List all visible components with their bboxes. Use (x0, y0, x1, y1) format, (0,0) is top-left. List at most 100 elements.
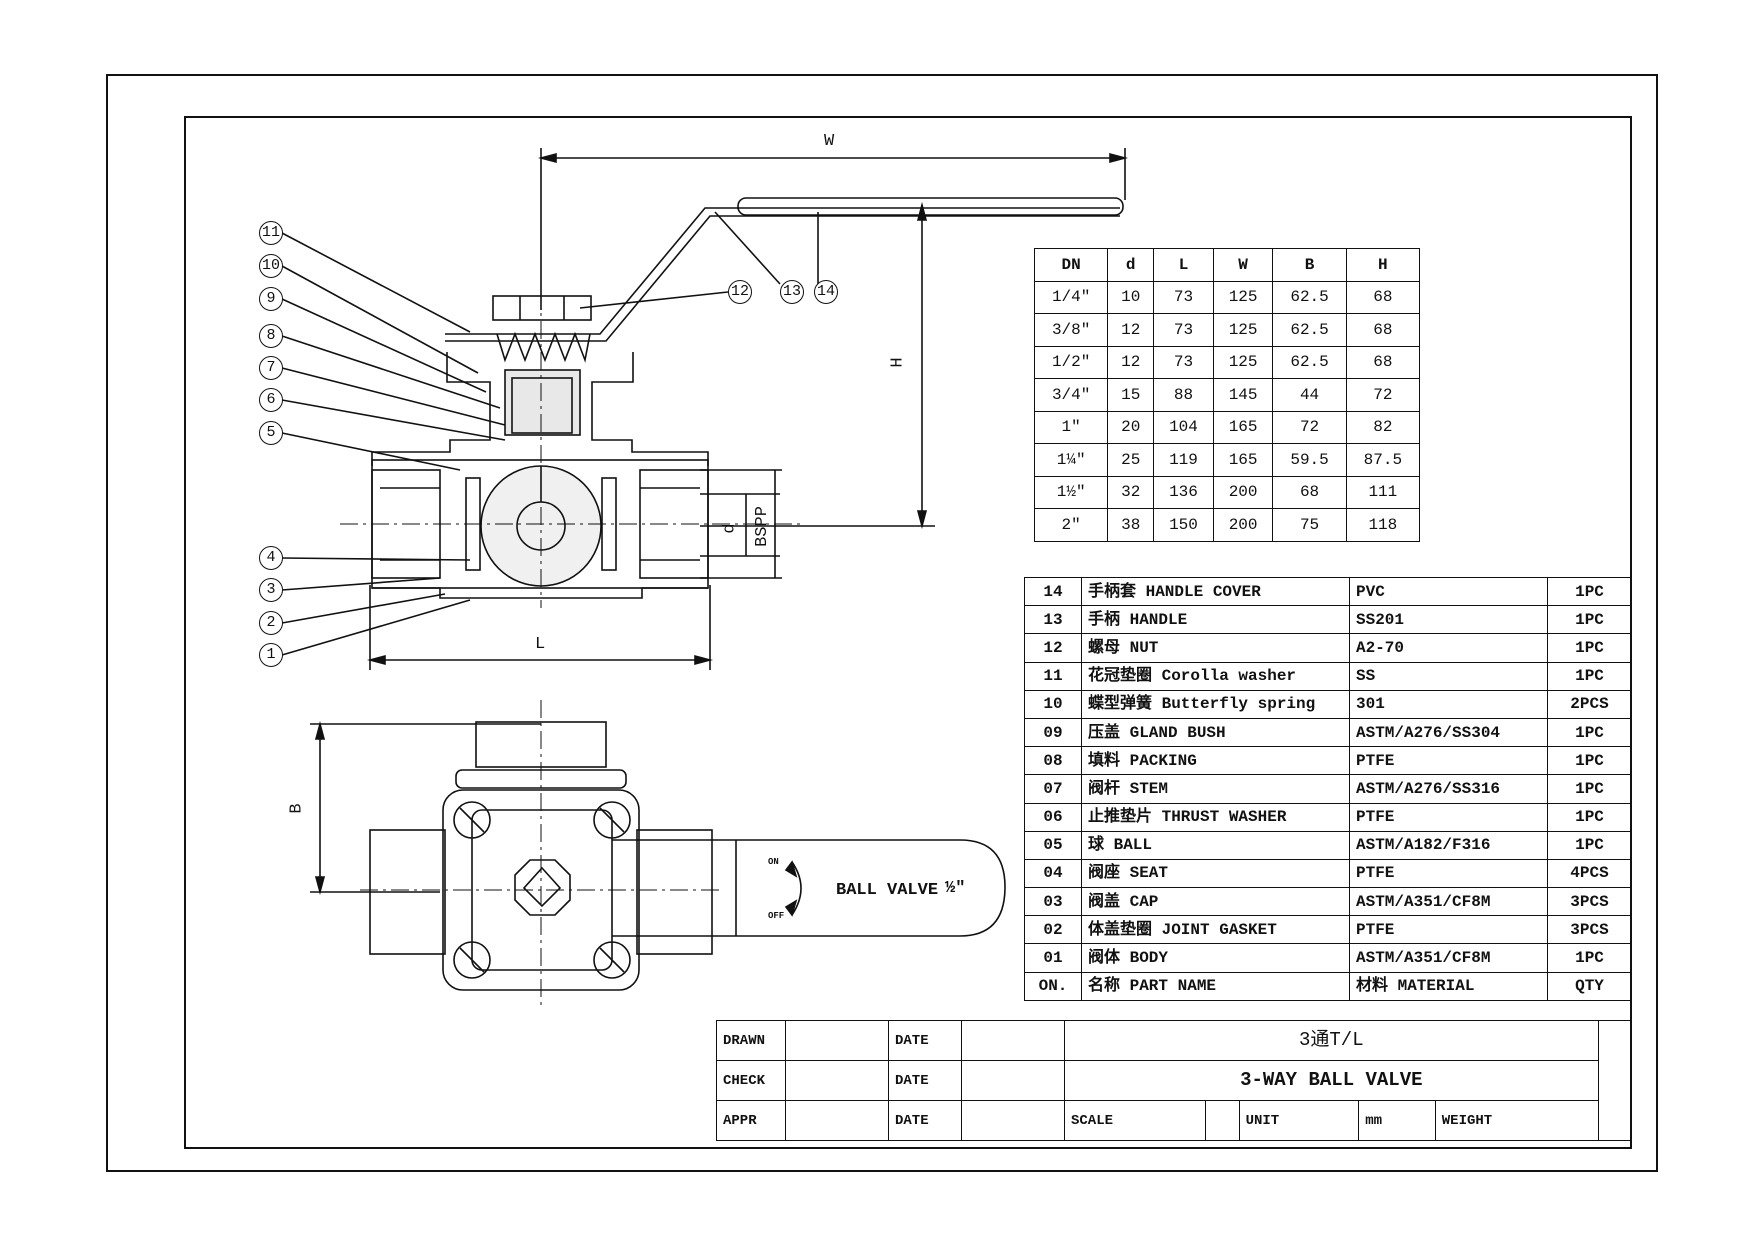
dimension-cell: 73 (1153, 313, 1214, 347)
dimension-cell: 118 (1345, 508, 1421, 542)
parts-cell-no: 05 (1024, 830, 1082, 860)
dimension-cell: 3/4" (1033, 378, 1109, 412)
dimension-cell: 111 (1345, 475, 1421, 509)
parts-cell-mat: PVC (1349, 576, 1548, 607)
drawn-label: DRAWN (716, 1020, 786, 1061)
appr-label: APPR (716, 1100, 786, 1141)
dimension-cell: H (1345, 248, 1421, 282)
dimension-cell: 72 (1272, 410, 1347, 444)
parts-cell-qty: 1PC (1547, 661, 1632, 691)
parts-cell-mat: PTFE (1349, 858, 1548, 889)
parts-cell-nm: 手柄 HANDLE (1081, 605, 1350, 635)
parts-cell-mat: ASTM/A276/SS304 (1349, 717, 1548, 748)
dimension-cell: 73 (1153, 280, 1214, 314)
dimension-cell: 1¼" (1033, 443, 1109, 477)
parts-cell-nm: 压盖 GLAND BUSH (1081, 717, 1350, 748)
dimension-cell: 2" (1033, 508, 1109, 542)
title-en: 3-WAY BALL VALVE (1064, 1060, 1599, 1101)
parts-cell-no: 09 (1024, 717, 1082, 748)
dimension-cell: 136 (1153, 475, 1214, 509)
date-label-1: DATE (888, 1020, 962, 1061)
dimension-cell: 75 (1272, 508, 1347, 542)
parts-cell-nm: 阀座 SEAT (1081, 858, 1350, 889)
dim-d-label: d (720, 523, 740, 534)
dimension-cell: 165 (1212, 443, 1274, 477)
unit-value: mm (1358, 1100, 1436, 1141)
callout-2: 2 (259, 611, 283, 635)
parts-cell-nm: 球 BALL (1081, 830, 1350, 860)
parts-cell-qty: 3PCS (1547, 887, 1632, 917)
callout-11: 11 (259, 221, 283, 245)
dim-bspp-label: BSPP (752, 506, 772, 547)
date-label-2: DATE (888, 1060, 962, 1101)
date-value-1 (961, 1020, 1065, 1061)
callout-3: 3 (259, 578, 283, 602)
dimension-cell: 3/8" (1033, 313, 1109, 347)
dimension-cell: 1½" (1033, 475, 1109, 509)
parts-cell-no: 11 (1024, 661, 1082, 691)
dimension-cell: 68 (1345, 345, 1421, 379)
dimension-cell: 20 (1107, 410, 1155, 444)
check-value (785, 1060, 889, 1101)
callout-12: 12 (728, 280, 752, 304)
parts-cell-mat: SS201 (1349, 605, 1548, 635)
callout-8: 8 (259, 324, 283, 348)
dimension-cell: 165 (1212, 410, 1274, 444)
parts-cell-no: ON. (1024, 971, 1082, 1001)
parts-cell-no: 12 (1024, 633, 1082, 663)
parts-cell-qty: 1PC (1547, 802, 1632, 832)
parts-cell-mat: PTFE (1349, 915, 1548, 945)
dimension-cell: 15 (1107, 378, 1155, 412)
drawn-value (785, 1020, 889, 1061)
dimension-cell: 88 (1153, 378, 1214, 412)
callout-10: 10 (259, 254, 283, 278)
dimension-cell: 62.5 (1272, 345, 1347, 379)
dimension-cell: 1/4" (1033, 280, 1109, 314)
parts-cell-mat: SS (1349, 661, 1548, 691)
dim-H-label: H (888, 357, 908, 368)
callout-13: 13 (780, 280, 804, 304)
dimension-cell: 145 (1212, 378, 1274, 412)
dim-L-label: L (535, 635, 546, 654)
dimension-cell: 59.5 (1272, 443, 1347, 477)
unit-label: UNIT (1238, 1100, 1360, 1141)
handle-size: ½" (945, 879, 966, 898)
dimension-cell: d (1107, 248, 1155, 282)
parts-cell-nm: 阀盖 CAP (1081, 887, 1350, 917)
parts-cell-mat: ASTM/A276/SS316 (1349, 774, 1548, 804)
dimension-cell: 200 (1212, 508, 1274, 542)
parts-cell-nm: 填料 PACKING (1081, 746, 1350, 776)
dimension-cell: 1/2" (1033, 345, 1109, 379)
parts-cell-mat: PTFE (1349, 802, 1548, 832)
callout-9: 9 (259, 287, 283, 311)
dimension-cell: L (1153, 248, 1214, 282)
parts-cell-no: 03 (1024, 887, 1082, 917)
parts-cell-qty: 1PC (1547, 746, 1632, 776)
dimension-cell: 12 (1107, 345, 1155, 379)
appr-value (785, 1100, 889, 1141)
parts-cell-no: 02 (1024, 915, 1082, 945)
dimension-cell: 200 (1212, 475, 1274, 509)
callout-1: 1 (259, 643, 283, 667)
title-block-blank (1597, 1020, 1633, 1141)
parts-cell-qty: 1PC (1547, 717, 1632, 748)
dimension-cell: 125 (1212, 313, 1274, 347)
dimension-cell: 25 (1107, 443, 1155, 477)
parts-cell-no: 14 (1024, 576, 1082, 607)
parts-cell-no: 10 (1024, 689, 1082, 719)
date-label-3: DATE (888, 1100, 962, 1141)
dimension-cell: 125 (1212, 280, 1274, 314)
parts-cell-no: 08 (1024, 746, 1082, 776)
